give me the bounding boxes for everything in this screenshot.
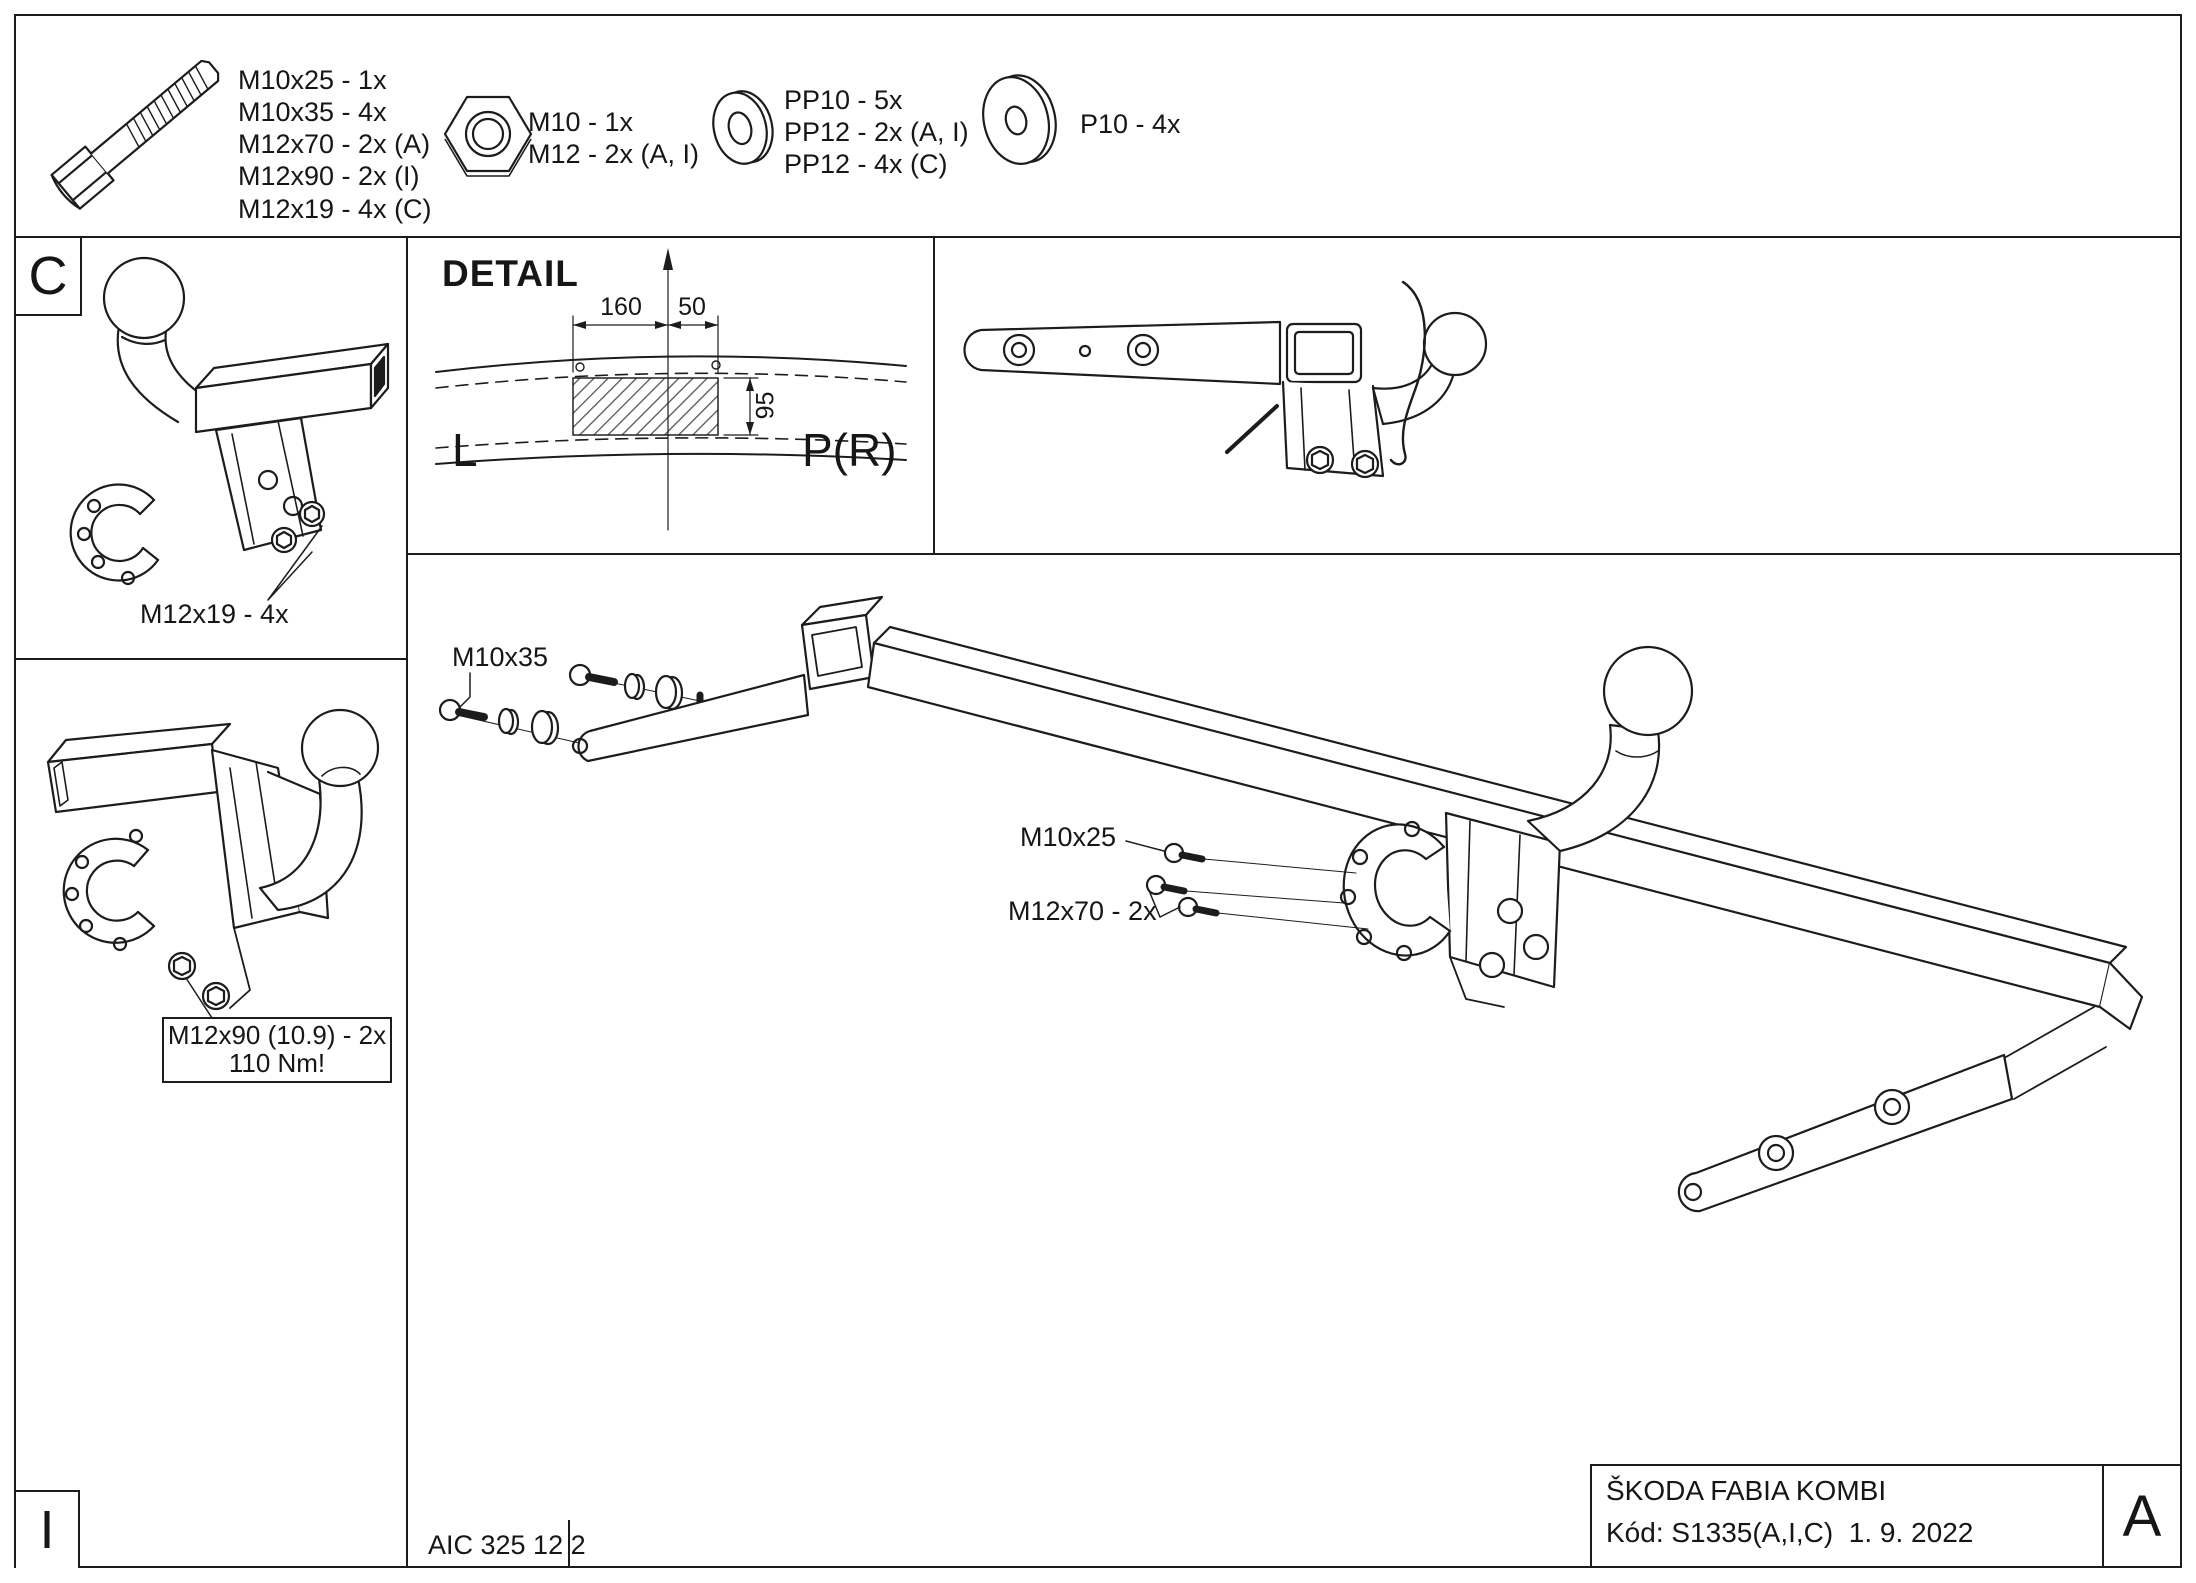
panel-c: M12x19 - 4x C <box>14 236 408 660</box>
main-assembly-panel: M10x35 M10x25 M12x70 - 2x AIC 325 12 2 Š… <box>406 553 2182 1568</box>
hex-nut-icon <box>443 95 533 177</box>
nut-labels: M10 - 1x M12 - 2x (A, I) <box>528 107 700 172</box>
code-and-date: Kód: S1335(A,I,C) 1. 9. 2022 <box>1606 1517 1974 1548</box>
view-letter-c: C <box>16 238 82 316</box>
part-label: P10 - 4x <box>1080 109 1181 139</box>
flat-washer-icon <box>982 74 1057 165</box>
label-left-side: L <box>452 424 478 476</box>
callout-m10x25: M10x25 <box>1020 822 1117 852</box>
side-view-drawing <box>963 280 1488 479</box>
washer-p-labels: P10 - 4x <box>1080 109 1181 142</box>
washer-pp-labels: PP10 - 5x PP12 - 2x (A, I) PP12 - 4x (C) <box>784 85 969 182</box>
part-label: PP10 - 5x <box>784 85 903 115</box>
vehicle-name: ŠKODA FABIA KOMBI <box>1606 1475 1887 1506</box>
part-label: M12 - 2x (A, I) <box>528 139 700 170</box>
dim-95: 95 <box>751 391 780 420</box>
part-label: M10 - 1x <box>528 107 634 137</box>
detail-panel: DETAIL 160 50 95 L P(R) <box>406 236 935 555</box>
callout-m12x90: M12x90 (10.9) - 2x <box>167 1020 387 1050</box>
dim-50: 50 <box>678 293 706 321</box>
part-label: M10x25 - 1x <box>238 65 387 95</box>
part-label: M10x35 - 4x <box>238 97 387 128</box>
callout-m10x35: M10x35 <box>452 642 549 672</box>
parts-strip: M10x25 - 1x M10x35 - 4x M12x70 - 2x (A) … <box>14 14 2182 238</box>
label-right-side: P(R) <box>802 424 897 476</box>
bolt-labels: M10x25 - 1x M10x35 - 4x M12x70 - 2x (A) … <box>238 65 432 227</box>
callout-m12x70: M12x70 - 2x <box>1008 896 1157 926</box>
part-label: M12x19 - 4x (C) <box>238 193 432 224</box>
detail-title: DETAIL <box>442 253 579 294</box>
revision-letter-a: A <box>2102 1466 2180 1566</box>
dim-160: 160 <box>600 293 642 321</box>
part-label: PP12 - 4x (C) <box>784 149 948 180</box>
torque-callout-box: M12x90 (10.9) - 2x 110 Nm! <box>162 1017 392 1083</box>
detail-drawing <box>435 248 907 531</box>
main-assembly-drawing <box>438 595 2144 1213</box>
title-block: ŠKODA FABIA KOMBI Kód: S1335(A,I,C) 1. 9… <box>1590 1464 2180 1566</box>
callout-m12x19: M12x19 - 4x <box>140 599 289 629</box>
part-label: PP12 - 2x (A, I) <box>784 117 969 148</box>
part-label: M12x70 - 2x (A) <box>238 129 431 160</box>
spring-washer-icon <box>712 90 774 165</box>
view-letter-i: I <box>16 1490 80 1568</box>
side-view-panel <box>933 236 2182 555</box>
callout-torque: 110 Nm! <box>228 1048 326 1079</box>
panel-i-drawing <box>46 708 380 1019</box>
doc-number: AIC 325 12 2 <box>428 1530 586 1560</box>
part-label: M12x90 - 2x (I) <box>238 161 420 192</box>
doc-number-cell-divider <box>568 1520 570 1566</box>
panel-i: M12x90 (10.9) - 2x 110 Nm! I <box>14 658 408 1568</box>
panel-c-drawing <box>69 256 390 601</box>
hex-bolt-icon <box>50 59 220 210</box>
